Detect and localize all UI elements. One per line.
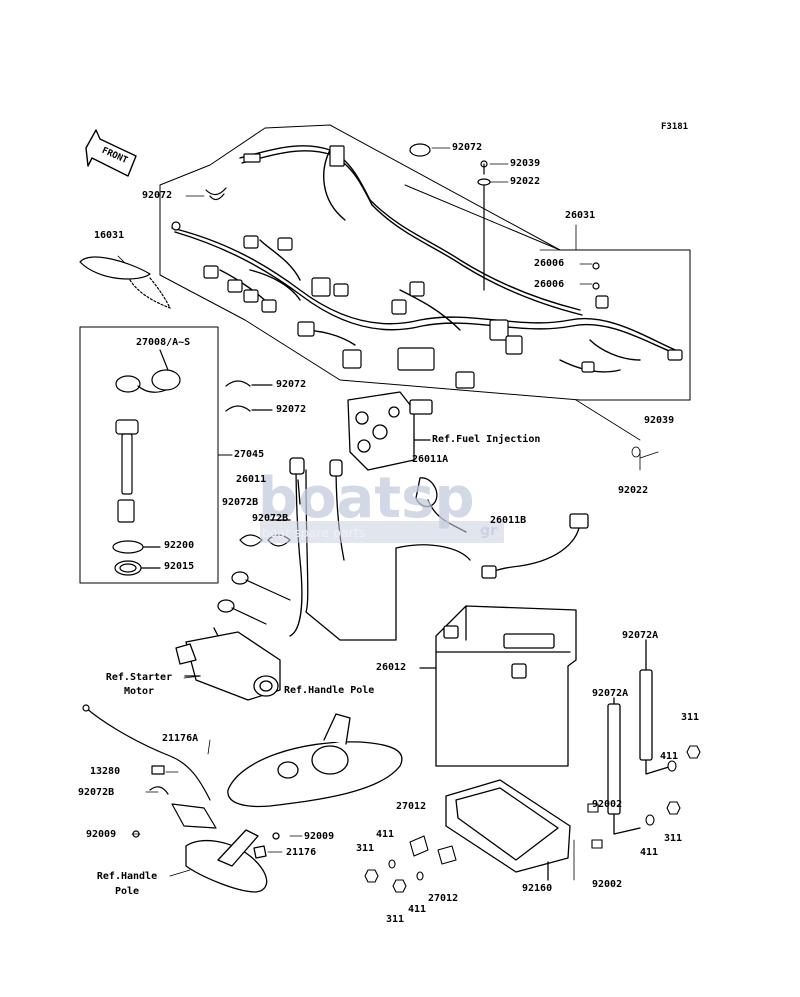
handle-pole-cover: [227, 713, 403, 808]
part-label-92072-mid-a[interactable]: 92072: [276, 379, 307, 390]
part-label-311-c[interactable]: 311: [681, 712, 700, 723]
ref-starter-motor-label-line1[interactable]: Ref.Starter: [105, 672, 173, 683]
harness-connectors: [171, 145, 683, 389]
part-label-92015[interactable]: 92015: [164, 561, 195, 572]
battery-cables: [269, 457, 589, 641]
watermark-tagline: boat spare parts: [262, 526, 366, 540]
watermark-logo-text: boatsp: [258, 466, 475, 531]
ignition-switch: [112, 349, 181, 576]
leader-lines-misc: [131, 399, 659, 881]
mid-clips: [225, 380, 273, 412]
part-label-16031[interactable]: 16031: [94, 230, 125, 241]
part-label-26031[interactable]: 26031: [565, 210, 596, 221]
part-label-92072B-c[interactable]: 92072B: [78, 787, 115, 798]
part-label-411-b[interactable]: 411: [408, 904, 427, 915]
battery-tray: [445, 779, 571, 881]
part-label-26011[interactable]: 26011: [236, 474, 267, 485]
ref-handle-pole-label-bottom-line2[interactable]: Pole: [114, 886, 140, 897]
part-label-92160[interactable]: 92160: [522, 883, 553, 894]
part-label-411-d[interactable]: 411: [640, 847, 659, 858]
part-label-92009-b[interactable]: 92009: [304, 831, 335, 842]
handle-pole-lower: [185, 829, 280, 893]
ref-handle-pole-label-top[interactable]: Ref.Handle Pole: [284, 685, 375, 696]
part-label-92002-b[interactable]: 92002: [592, 879, 623, 890]
part-label-92072B-b[interactable]: 92072B: [252, 513, 289, 524]
part-label-92072-top-right[interactable]: 92072: [452, 142, 483, 153]
part-label-26011A[interactable]: 26011A: [412, 454, 449, 465]
part-label-92022-right[interactable]: 92022: [618, 485, 649, 496]
part-label-411-a[interactable]: 411: [376, 829, 395, 840]
watermark-logo-suffix: gr: [480, 523, 497, 539]
part-label-27045[interactable]: 27045: [234, 449, 265, 460]
part-label-26006-b[interactable]: 26006: [534, 279, 565, 290]
battery: [419, 605, 577, 767]
figure-code: F3181: [661, 122, 689, 132]
part-label-92072-mid-b[interactable]: 92072: [276, 404, 307, 415]
part-label-311-b[interactable]: 311: [386, 914, 405, 925]
wire-21176a: [82, 704, 217, 838]
part-label-92072B-a[interactable]: 92072B: [222, 497, 259, 508]
part-label-92200[interactable]: 92200: [164, 540, 195, 551]
part-label-92039-top[interactable]: 92039: [510, 158, 541, 169]
starter-motor: [175, 627, 281, 701]
part-label-13280[interactable]: 13280: [90, 766, 121, 777]
ref-fuel-injection-label[interactable]: Ref.Fuel Injection: [432, 434, 541, 445]
part-label-92072-top-left[interactable]: 92072: [142, 190, 173, 201]
relay-block: [347, 391, 433, 471]
battery-straps: [607, 639, 673, 835]
part-label-92072A-b[interactable]: 92072A: [592, 688, 629, 699]
main-harness: [171, 145, 683, 373]
ref-handle-pole-label-bottom-line1[interactable]: Ref.Handle: [96, 871, 158, 882]
part-label-27012-b[interactable]: 27012: [428, 893, 459, 904]
ignition-box: [79, 326, 233, 584]
part-label-311-d[interactable]: 311: [664, 833, 683, 844]
part-label-92002-a[interactable]: 92002: [592, 799, 623, 810]
part-label-26012[interactable]: 26012: [376, 662, 407, 673]
part-label-27008[interactable]: 27008/A~S: [136, 337, 191, 348]
watermark-logo: boatsp gr: [258, 466, 504, 543]
part-label-26006-a[interactable]: 26006: [534, 258, 565, 269]
part-label-21176[interactable]: 21176: [286, 847, 317, 858]
ref-starter-motor-label-line2[interactable]: Motor: [123, 686, 155, 697]
starter-cables: [217, 571, 291, 625]
part-label-21176A[interactable]: 21176A: [162, 733, 199, 744]
lanyard-key: [79, 256, 171, 309]
part-label-92072A-a[interactable]: 92072A: [622, 630, 659, 641]
part-label-27012-a[interactable]: 27012: [396, 801, 427, 812]
part-label-311-a[interactable]: 311: [356, 843, 375, 854]
part-label-92022-top[interactable]: 92022: [510, 176, 541, 187]
part-label-411-c[interactable]: 411: [660, 751, 679, 762]
part-label-26011B[interactable]: 26011B: [490, 515, 527, 526]
front-arrow-icon: FRONT: [85, 129, 137, 177]
leader-lines-top: [117, 147, 691, 401]
fasteners: [364, 745, 701, 893]
part-label-92009-a[interactable]: 92009: [86, 829, 117, 840]
part-label-92039-right[interactable]: 92039: [644, 415, 675, 426]
